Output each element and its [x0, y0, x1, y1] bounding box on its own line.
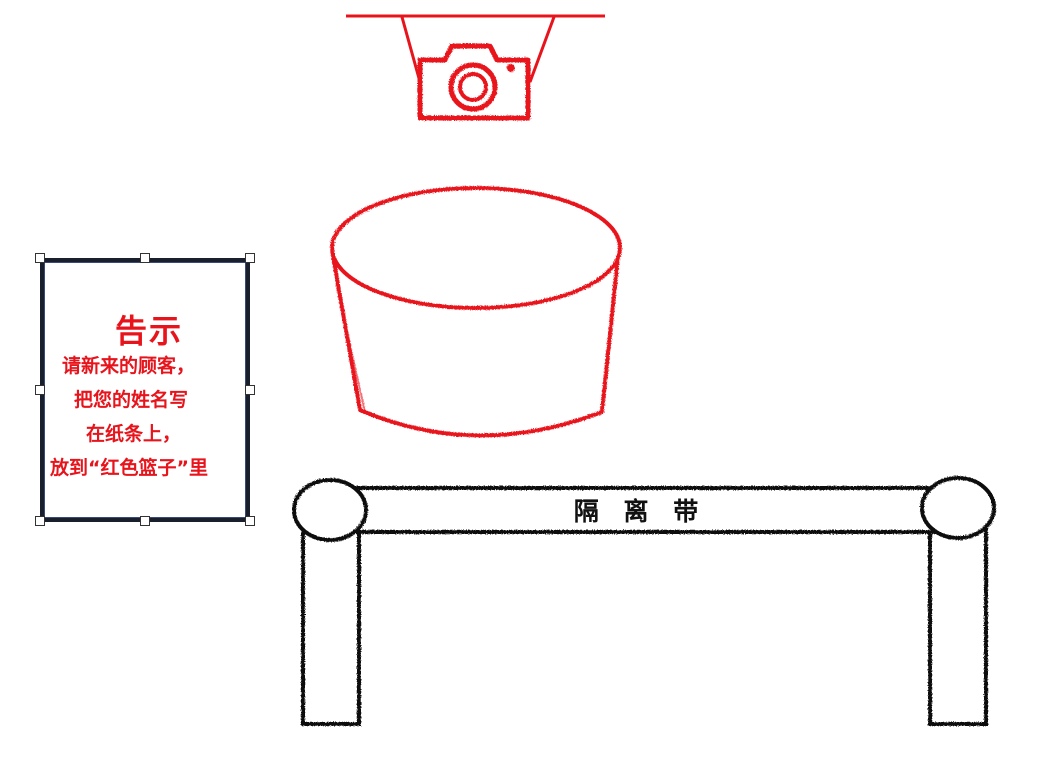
resize-handle-top[interactable] [140, 253, 150, 263]
basket-icon [330, 186, 622, 438]
resize-handle-left[interactable] [35, 385, 45, 395]
resize-handle-top-right[interactable] [245, 253, 255, 263]
resize-handle-bottom[interactable] [140, 516, 150, 526]
barrier-label: 隔 离 带 [573, 497, 707, 526]
notice-line-4: 放到“红色篮子”里 [50, 457, 208, 479]
camera-icon [417, 43, 531, 121]
barrier-icon [292, 476, 996, 726]
notice-line-2: 把您的姓名写 [74, 389, 189, 411]
resize-handle-bottom-right[interactable] [245, 516, 255, 526]
notice-line-3: 在纸条上， [86, 423, 182, 445]
resize-handle-bottom-left[interactable] [35, 516, 45, 526]
notice-title: 告示 [114, 312, 183, 350]
resize-handle-top-left[interactable] [35, 253, 45, 263]
ceiling-mount [346, 14, 605, 83]
notice-sign[interactable]: 告示 请新来的顾客， 把您的姓名写 在纸条上， 放到“红色篮子”里 [40, 258, 250, 522]
notice-line-1: 请新来的顾客， [62, 355, 196, 377]
resize-handle-right[interactable] [245, 385, 255, 395]
